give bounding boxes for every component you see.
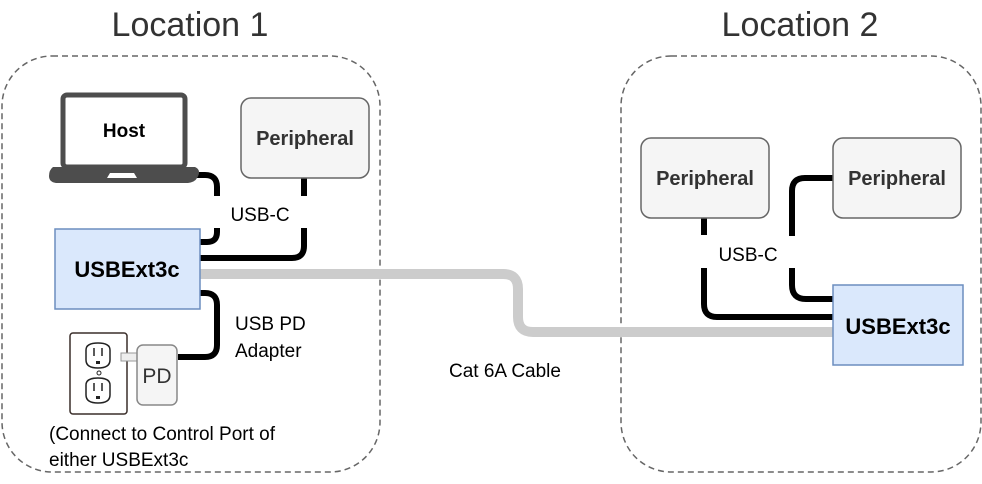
wall-outlet-icon [69,332,128,415]
location-2-usbext3c [832,284,964,366]
location-1-peripheral-label: Peripheral [256,128,354,150]
location-2-peripheral-left-label: Peripheral [656,168,754,190]
location-2-peripheral-right-label: Peripheral [848,168,946,190]
location-2-usbext3c-label: USBExt3c [845,314,950,339]
control-port-note-line2: either USBExt3c [49,450,188,471]
location-2-left-usb-cable-bottom [701,268,835,320]
location-1-title: Location 1 [112,6,269,44]
location-1-usbc-label: USB-C [230,205,289,226]
laptop-icon [49,92,200,183]
location-2-right-usb-cable-bottom [789,268,835,302]
pd-adapter [136,344,178,406]
location-2-title: Location 2 [722,6,879,44]
location-1-usbext3c-label: USBExt3c [74,257,179,282]
host-label: Host [103,121,146,142]
location-1-container [1,55,381,473]
pd-adapter-label-line2: Adapter [235,341,302,362]
location-1-peripheral [240,97,370,179]
pd-adapter-label-line1: USB PD [235,314,306,335]
location-2-usbc-label: USB-C [718,245,777,266]
host-usb-cable-top [196,172,220,196]
location-2-peripheral-right [832,137,962,219]
location-2-container [620,55,982,473]
cat6a-cable-label: Cat 6A Cable [449,361,561,382]
location-1-usbext3c [54,228,201,310]
cat6a-cable [200,269,835,337]
location-2-peripheral-left [640,137,770,219]
host-usb-cable-bottom [200,228,220,245]
control-port-note-line1: (Connect to Control Port of [49,424,276,445]
location-2-right-usb-cable-top [789,175,833,236]
pd-adapter-text: PD [142,365,171,388]
pd-usb-cable [178,290,220,360]
peripheral-usb-cable-bottom [200,228,307,261]
